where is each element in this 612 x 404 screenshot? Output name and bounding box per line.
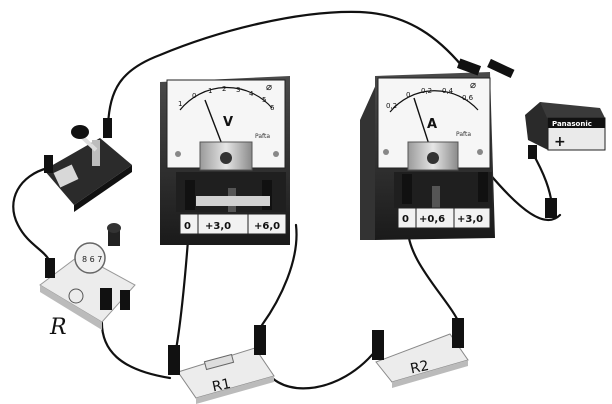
resistor-r1-label: R1	[211, 376, 233, 396]
voltmeter: 1 0 1 2 3 4 5 6 V Pafta ⌀ 0 +3,0 +6,0	[160, 76, 290, 245]
svg-text:8 6 7: 8 6 7	[82, 255, 102, 264]
wire-switch-to-rheostat	[12, 166, 52, 264]
resistor-r2	[372, 318, 469, 388]
wire-rheostat-to-r1	[100, 316, 172, 380]
battery-plus-sign: +	[554, 134, 566, 150]
voltmeter-symbol: V	[223, 115, 233, 130]
wire-switch-to-battery	[106, 10, 464, 127]
svg-text:1: 1	[178, 100, 182, 108]
ammeter-terminal-06a: +0,6	[419, 214, 445, 225]
wire-ammeter-to-battery	[486, 170, 562, 221]
voltmeter-scale-ticks: 1 0 1 2 3 4 5 6	[178, 85, 275, 112]
ammeter-symbol: A	[427, 117, 437, 132]
svg-text:2: 2	[222, 85, 226, 93]
ammeter-logo-icon: ⌀	[470, 80, 476, 91]
wire-voltmeter-to-r1	[173, 238, 190, 357]
svg-text:4: 4	[249, 90, 254, 98]
ammeter: 0,2 0 0,2 0,4 0,6 A Pafta ⌀ 0 +0,6 +3,0	[360, 72, 495, 240]
svg-text:0,2: 0,2	[421, 87, 432, 95]
svg-text:0: 0	[406, 91, 410, 99]
battery-brand: Panasonic	[552, 120, 592, 128]
ammeter-scale-ticks: 0,2 0 0,2 0,4 0,6	[386, 87, 474, 110]
voltmeter-terminal-6v: +6,0	[254, 221, 280, 232]
svg-text:5: 5	[262, 96, 266, 104]
svg-text:6: 6	[270, 104, 275, 112]
ammeter-terminal-0: 0	[402, 214, 409, 225]
svg-text:1: 1	[208, 87, 212, 95]
rheostat-label: R	[49, 315, 67, 340]
wire-r1-to-r2	[260, 343, 382, 390]
voltmeter-terminal-0: 0	[184, 221, 191, 232]
knife-switch	[44, 118, 132, 212]
wire-ammeter-to-r2	[406, 223, 462, 327]
wire-battery-lead	[530, 150, 554, 207]
svg-text:0,6: 0,6	[462, 94, 474, 102]
rheostat: 8 6 7	[39, 223, 136, 330]
wire-voltmeter-to-r1-right	[260, 223, 298, 327]
resistor-r1	[168, 325, 275, 404]
battery: Panasonic +	[456, 58, 606, 218]
svg-text:0: 0	[192, 92, 196, 100]
voltmeter-terminal-3v: +3,0	[205, 221, 231, 232]
svg-text:0,4: 0,4	[442, 87, 454, 95]
resistor-r2-label: R2	[409, 358, 431, 378]
ammeter-terminal-3a: +3,0	[457, 214, 483, 225]
svg-text:3: 3	[236, 86, 240, 94]
svg-text:0,2: 0,2	[386, 102, 397, 110]
ammeter-brand: Pafta	[456, 131, 471, 138]
voltmeter-brand: Pafta	[255, 133, 270, 140]
voltmeter-logo-icon: ⌀	[266, 82, 272, 93]
